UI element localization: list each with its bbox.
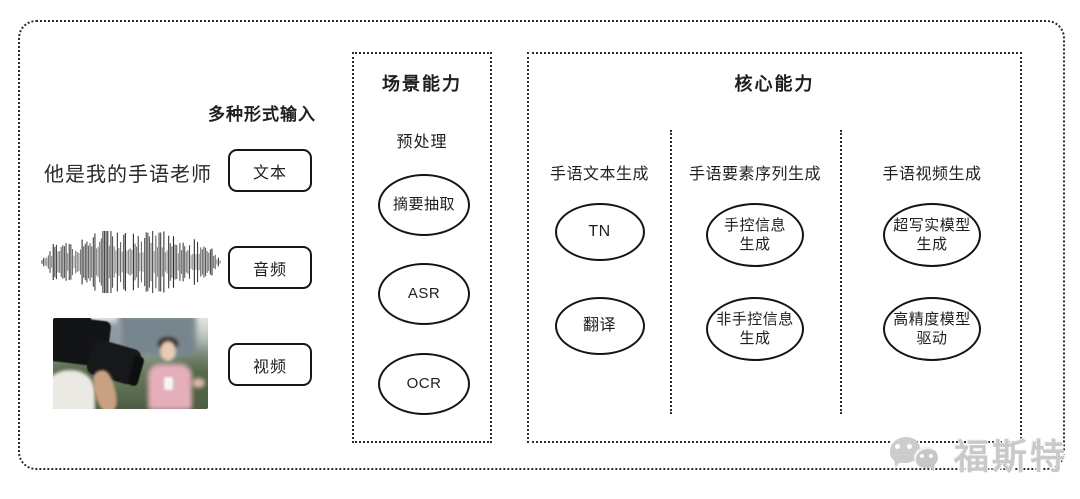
scene-node-summary-extraction: 摘要抽取 [378,174,470,236]
watermark-text: 福斯特 [954,438,1069,477]
core-node-translation: 翻译 [554,297,645,355]
video-input-box: 视频 [228,343,312,386]
reporter-head [160,341,176,361]
core-column-video-generation: 手语视频生成 超写实模型 生成 高精度模型 驱动 [840,54,1024,441]
wechat-bubbles-icon [888,433,946,477]
core-node-hyperrealistic-model: 超写实模型 生成 [883,203,981,267]
preprocess-label: 预处理 [396,134,448,151]
text-input-box: 文本 [228,149,312,192]
reporter-interview-photo [53,318,208,409]
watermark: 福斯特 [888,429,1068,480]
core-node-tn: TN [554,203,645,261]
column-header: 手语要素序列生成 [688,166,821,183]
core-panel-title: 核心能力 [734,74,815,94]
reporter-hand [192,378,205,388]
audio-waveform-icon [40,230,222,294]
cameraman-shoulder [53,370,95,409]
scene-panel-title: 场景能力 [382,74,462,94]
reporter-microphone [164,377,173,390]
core-node-manual-info: 手控信息 生成 [706,203,804,267]
core-capability-panel: 核心能力 手语文本生成 TN 翻译 手语要素序列生成 手控信息 生成 非手控信息… [527,52,1022,443]
column-divider [670,130,672,414]
scene-node-ocr: OCR [378,353,470,415]
input-section-heading: 多种形式输入 [208,105,316,124]
core-column-element-sequence: 手语要素序列生成 手控信息 生成 非手控信息 生成 [670,54,840,441]
core-node-high-precision-drive: 高精度模型 驱动 [883,297,981,361]
column-divider [840,130,842,414]
scene-capability-panel: 场景能力 预处理 摘要抽取 ASR OCR [352,52,492,443]
core-node-non-manual-info: 非手控信息 生成 [706,297,804,361]
scene-node-asr: ASR [378,263,470,325]
audio-input-box: 音频 [228,246,312,289]
column-header: 手语视频生成 [882,166,982,183]
diagram-frame [18,20,1065,470]
core-column-text-generation: 手语文本生成 TN 翻译 [529,54,670,441]
column-header: 手语文本生成 [549,166,649,183]
sample-sentence: 他是我的手语老师 [44,164,212,186]
